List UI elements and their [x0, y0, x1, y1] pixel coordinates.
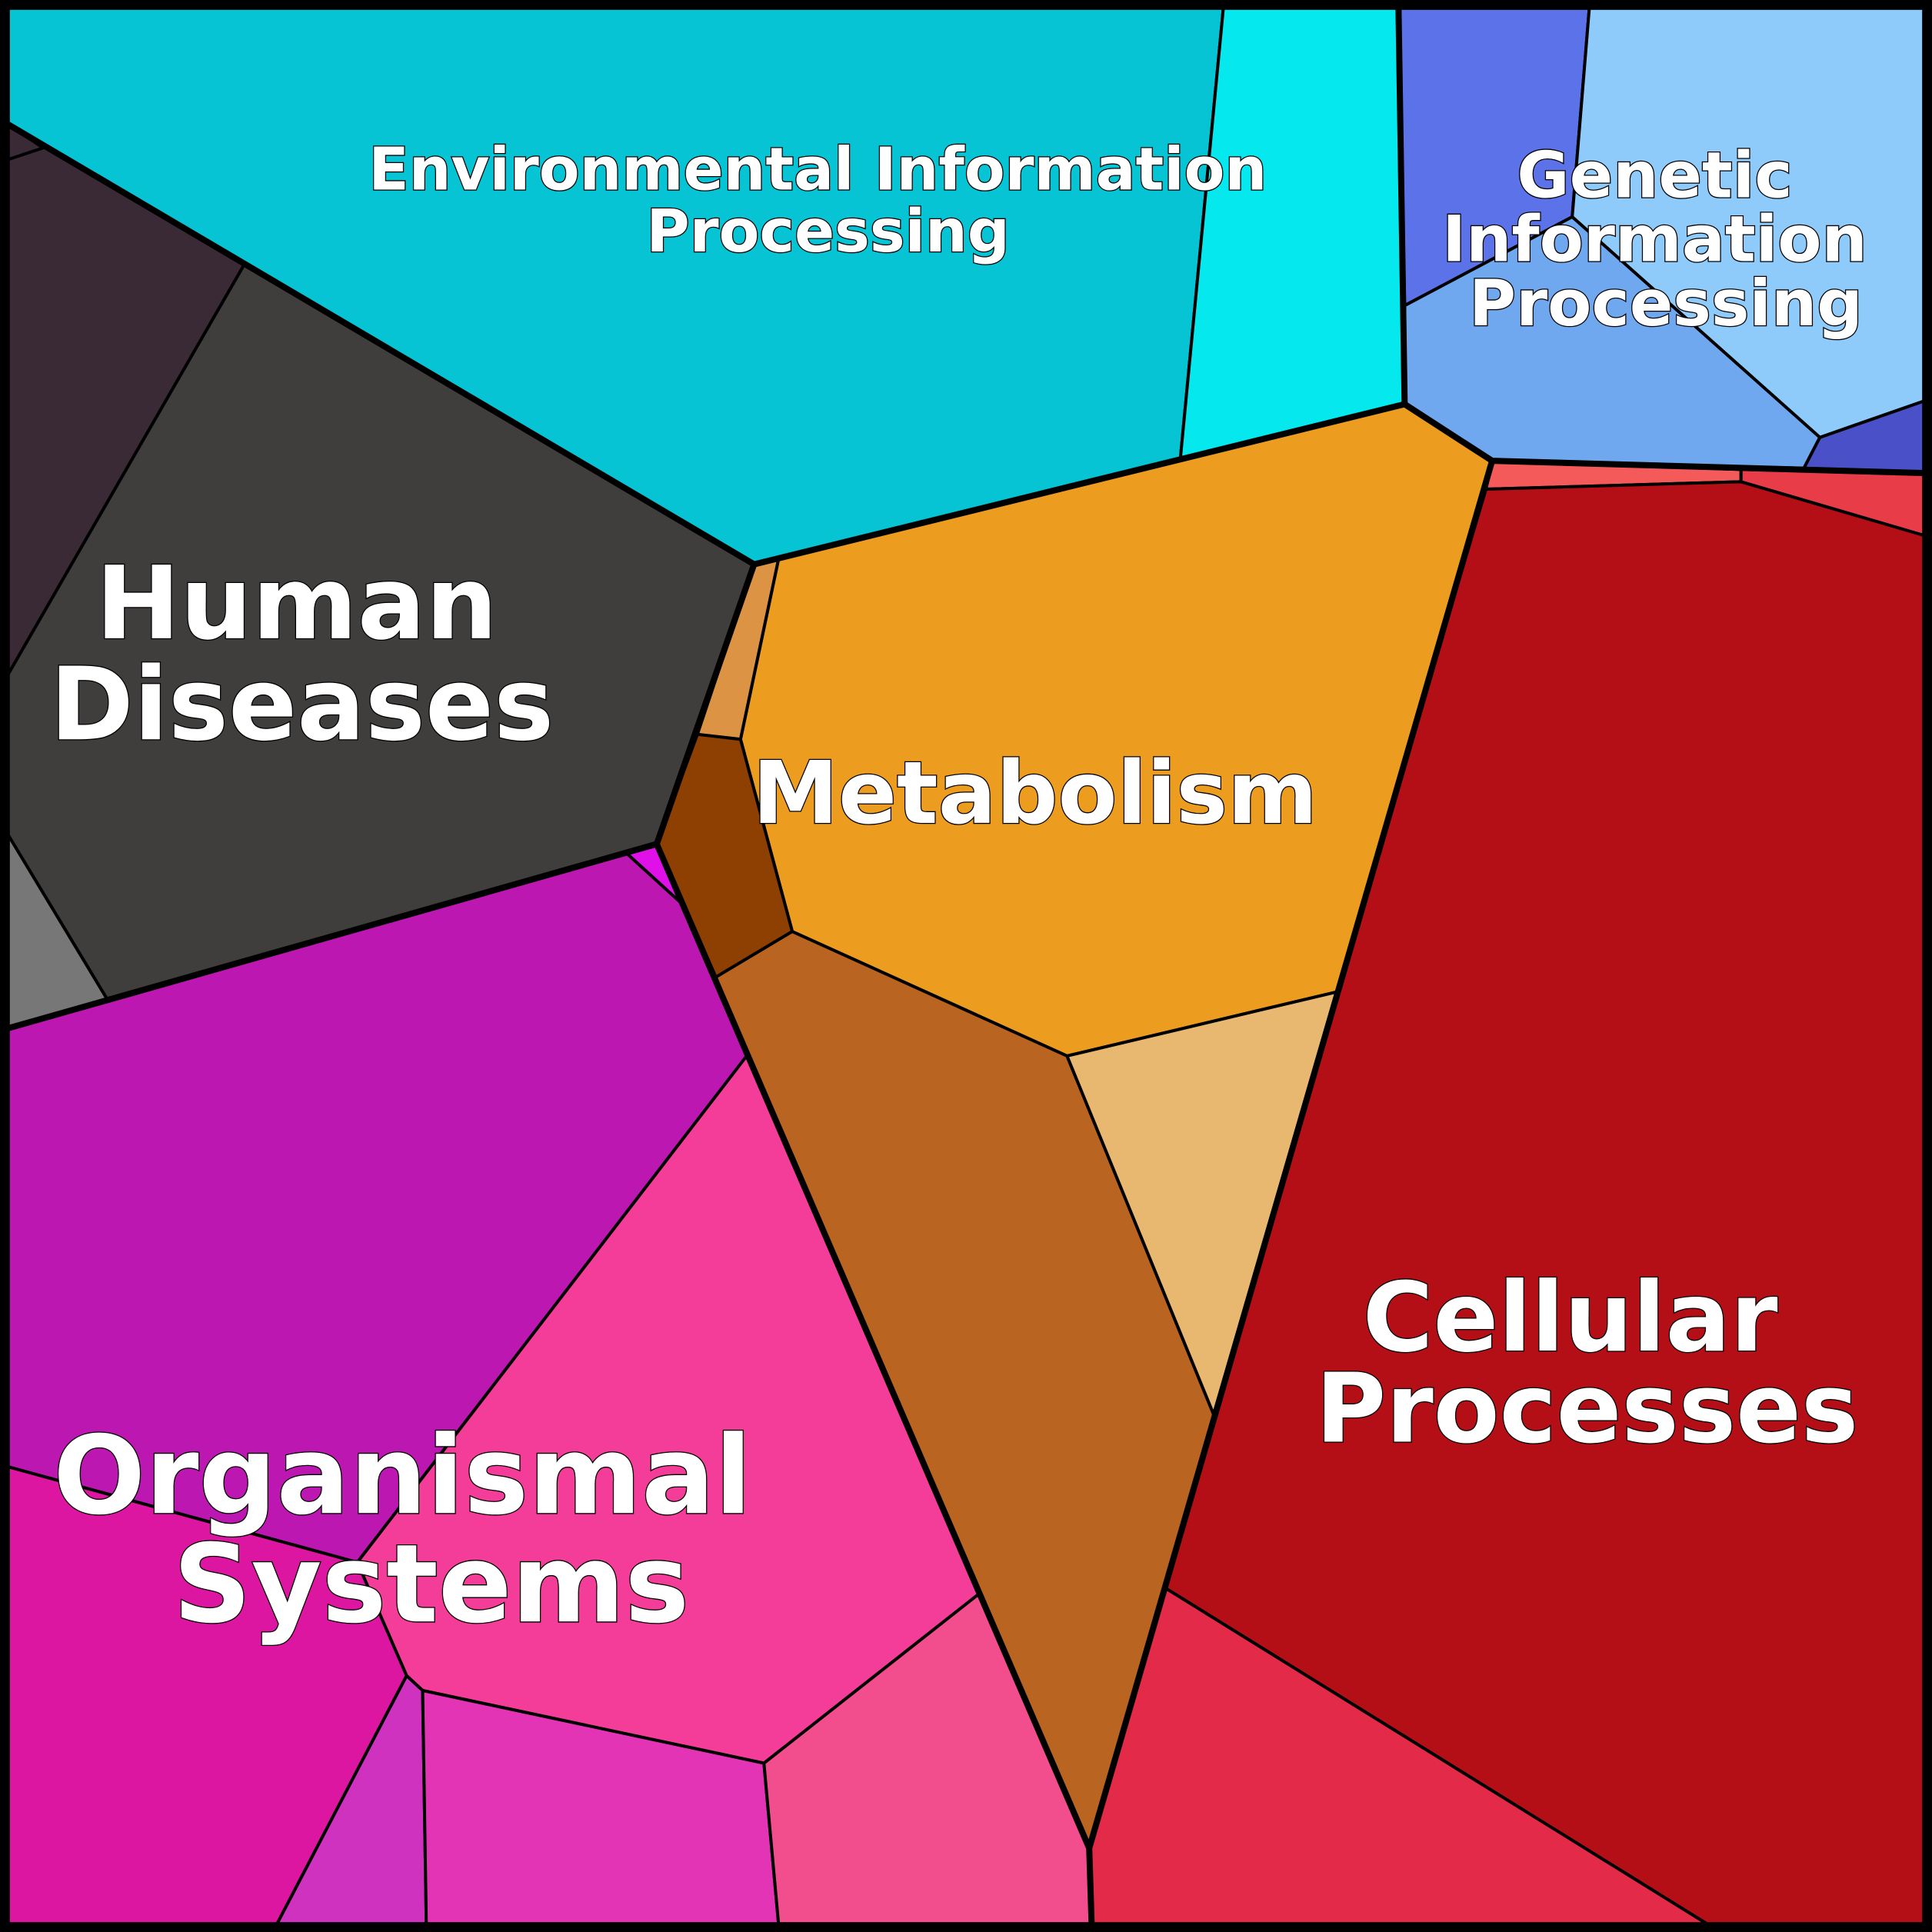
label-cellular-processes: Cellular Processes [1316, 1262, 1859, 1465]
label-metabolism: Metabolism [752, 744, 1317, 844]
label-genetic-information-processing: Genetic Information Processing [1442, 138, 1890, 341]
label-organismal-systems: Organismal Systems [53, 1413, 789, 1647]
label-human-diseases: Human Diseases [50, 545, 554, 763]
label-environmental-information-processing: Environmental Information Processing [368, 136, 1287, 266]
boundary [1086, 458, 1496, 1852]
boundary [1395, 3, 1408, 408]
